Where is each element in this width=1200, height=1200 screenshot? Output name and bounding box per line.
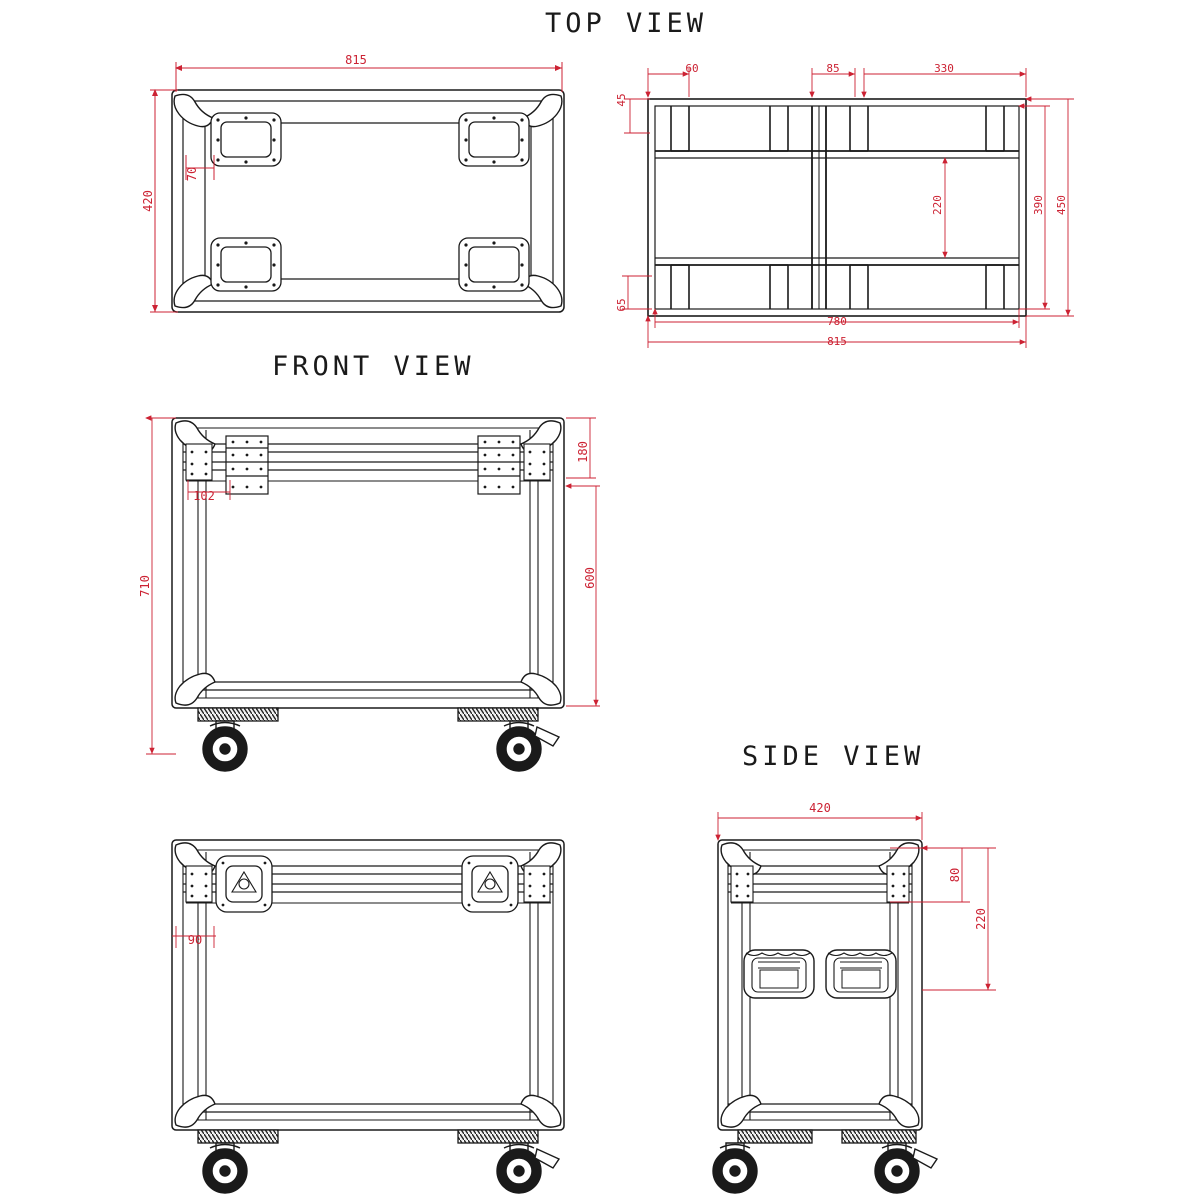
caster: [874, 1142, 939, 1194]
dim-600: 600: [583, 567, 597, 589]
latch-dish: [210, 112, 282, 167]
side-view-drawing: [712, 839, 939, 1194]
dim-80: 80: [948, 868, 962, 882]
dim-390: 390: [1032, 195, 1045, 215]
recessed-latch: [461, 855, 519, 913]
top-detail-dimensions: [622, 68, 1074, 348]
dim-65: 65: [615, 298, 628, 311]
dim-710: 710: [138, 575, 152, 597]
caster: [712, 1142, 758, 1194]
dim-420-top: 420: [141, 190, 155, 212]
top-view-drawing: [171, 89, 565, 313]
dim-45: 45: [615, 93, 628, 106]
side-view-title: SIDE VIEW: [742, 741, 924, 772]
dim-420-side: 420: [809, 801, 831, 815]
side-view-dimensions: [718, 812, 996, 990]
dim-780: 780: [827, 315, 847, 328]
recessed-handle: [825, 949, 897, 999]
back-view-drawing: [171, 839, 565, 1194]
dim-180: 180: [576, 441, 590, 463]
dim-90: 90: [188, 933, 202, 947]
dim-70-top: 70: [185, 167, 199, 181]
dim-220-top: 220: [931, 195, 944, 215]
caster: [496, 720, 561, 772]
dim-220-side: 220: [974, 908, 988, 930]
caster: [202, 1142, 248, 1194]
dim-450: 450: [1055, 195, 1068, 215]
latch-dish: [458, 237, 530, 292]
front-view-drawing: [171, 417, 565, 772]
recessed-latch: [215, 855, 273, 913]
latch-dish: [458, 112, 530, 167]
caster: [202, 720, 248, 772]
dim-815-detail: 815: [827, 335, 847, 348]
top-view-title: TOP VIEW: [545, 8, 707, 39]
latch-dish: [210, 237, 282, 292]
back-view-dimensions: [172, 926, 216, 948]
butterfly-latch: [477, 435, 521, 495]
front-view-title: FRONT VIEW: [272, 351, 475, 382]
front-view-dimensions: [146, 418, 600, 754]
recessed-handle: [743, 949, 815, 999]
dim-102: 102: [193, 489, 215, 503]
top-view-dimensions: [150, 62, 563, 313]
caster: [496, 1142, 561, 1194]
dim-85: 85: [826, 62, 839, 75]
dim-60: 60: [685, 62, 698, 75]
butterfly-latch: [225, 435, 269, 495]
dim-330: 330: [934, 62, 954, 75]
dim-815-top: 815: [345, 53, 367, 67]
